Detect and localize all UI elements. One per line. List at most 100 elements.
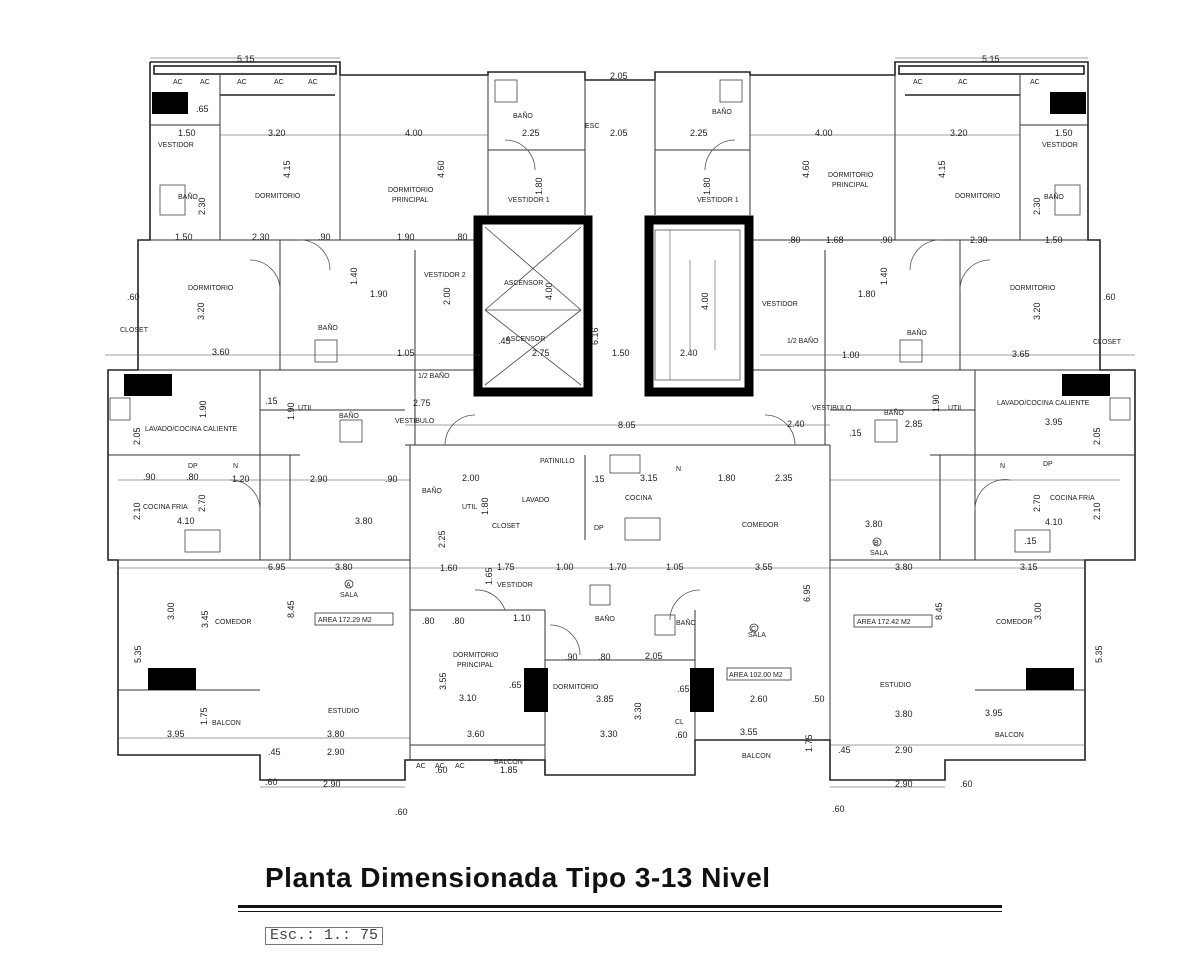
room-label: VESTIDOR bbox=[762, 301, 798, 308]
dimension-value: .60 bbox=[675, 730, 688, 740]
room-label: COMEDOR bbox=[742, 522, 779, 529]
dimension-value: 2.30 bbox=[1032, 197, 1042, 215]
room-label: VESTIDOR bbox=[158, 142, 194, 149]
dimension-value: 2.10 bbox=[1092, 502, 1102, 520]
dimension-value: 1.85 bbox=[500, 765, 518, 775]
elevator-core bbox=[473, 215, 754, 397]
dimension-value: 2.05 bbox=[645, 651, 663, 661]
room-label: BALCON bbox=[212, 720, 241, 727]
dimension-value: 3.15 bbox=[1020, 562, 1038, 572]
room-label: LAVADO bbox=[522, 497, 550, 504]
dimension-value: 3.45 bbox=[200, 610, 210, 628]
dimension-value: 3.20 bbox=[1032, 302, 1042, 320]
room-label: AC bbox=[455, 763, 465, 770]
dimension-value: 1.05 bbox=[397, 348, 415, 358]
room-label: COCINA bbox=[625, 495, 653, 502]
dimension-value: 2.85 bbox=[905, 419, 923, 429]
dimension-value: 4.15 bbox=[282, 160, 292, 178]
dimension-value: .65 bbox=[509, 680, 522, 690]
dimension-value: 1.50 bbox=[1055, 128, 1073, 138]
dimension-value: 4.00 bbox=[544, 282, 554, 300]
dimension-value: .15 bbox=[592, 474, 605, 484]
structural-columns bbox=[124, 92, 1110, 712]
room-label: ESTUDIO bbox=[880, 682, 912, 689]
room-label: AC bbox=[416, 763, 426, 770]
room-label: UTIL bbox=[298, 405, 313, 412]
room-label: VESTIDOR bbox=[1042, 142, 1078, 149]
room-label: VESTIDOR 2 bbox=[424, 272, 466, 279]
dimension-value: 3.95 bbox=[985, 708, 1003, 718]
room-label: DP bbox=[1043, 461, 1053, 468]
dimension-value: 6.95 bbox=[268, 562, 286, 572]
dimension-value: 1.80 bbox=[858, 289, 876, 299]
room-label: BAÑO bbox=[339, 411, 359, 420]
room-label: AC bbox=[237, 79, 247, 86]
dimension-value: 3.55 bbox=[438, 672, 448, 690]
dimension-value: 1.40 bbox=[879, 267, 889, 285]
room-label: COMEDOR bbox=[215, 619, 252, 626]
dimension-value: .90 bbox=[143, 472, 156, 482]
dimension-value: 3.80 bbox=[865, 519, 883, 529]
room-label: BAÑO bbox=[907, 328, 927, 337]
dimension-value: 1.20 bbox=[232, 474, 250, 484]
vertical-dimension-values: 4.15 4.15 4.60 4.60 3.20 3.20 6.16 3.45 … bbox=[132, 160, 1104, 752]
dimension-value: 1.90 bbox=[286, 402, 296, 420]
room-label: BAÑO bbox=[178, 192, 198, 201]
dimension-value: 3.60 bbox=[212, 347, 230, 357]
dimension-value: .90 bbox=[385, 474, 398, 484]
room-label: N bbox=[676, 466, 681, 473]
dimension-value: .90 bbox=[565, 652, 578, 662]
dimension-value: 4.60 bbox=[436, 160, 446, 178]
room-label: BALCON bbox=[494, 759, 523, 766]
dimension-value: 2.70 bbox=[1032, 494, 1042, 512]
room-label: DP bbox=[594, 525, 604, 532]
room-label: AC bbox=[200, 79, 210, 86]
room-label: BAÑO bbox=[884, 408, 904, 417]
dimension-value: 1.00 bbox=[556, 562, 574, 572]
dimension-value: 2.75 bbox=[532, 348, 550, 358]
dimension-value: 2.30 bbox=[197, 197, 207, 215]
room-label: BAÑO bbox=[422, 486, 442, 495]
dimension-value: 2.90 bbox=[327, 747, 345, 757]
dimension-value: .80 bbox=[455, 232, 468, 242]
dimension-value: 4.00 bbox=[700, 292, 710, 310]
room-label: AC bbox=[173, 79, 183, 86]
dimension-value: .50 bbox=[812, 694, 825, 704]
dimension-value: .45 bbox=[268, 747, 281, 757]
area-boxes: AREA 172.29 M2 AREA 102.00 M2 AREA 172.4… bbox=[314, 537, 933, 681]
dimension-value: .15 bbox=[1024, 536, 1037, 546]
dimension-lines bbox=[105, 57, 1135, 788]
dimension-value: 3.80 bbox=[327, 729, 345, 739]
dimension-value: 1.50 bbox=[612, 348, 630, 358]
room-label: PRINCIPAL bbox=[457, 662, 494, 669]
dimension-value: 2.40 bbox=[787, 419, 805, 429]
dimension-value: 2.25 bbox=[437, 530, 447, 548]
room-label: DORMITORIO bbox=[553, 684, 599, 691]
dimension-value: .60 bbox=[960, 779, 973, 789]
dimension-value: 1.50 bbox=[175, 232, 193, 242]
room-label: DORMITORIO bbox=[255, 193, 301, 200]
dimension-value: .65 bbox=[196, 104, 209, 114]
scale-label: Esc.: 1.: 75 bbox=[265, 927, 384, 945]
dimension-value: 3.80 bbox=[335, 562, 353, 572]
dimension-value: 2.90 bbox=[895, 745, 913, 755]
room-label: ESTUDIO bbox=[328, 708, 360, 715]
unit-mark-a: A bbox=[346, 582, 351, 589]
room-label: PRINCIPAL bbox=[392, 197, 429, 204]
dimension-value: 2.90 bbox=[323, 779, 341, 789]
dimension-value: 4.60 bbox=[801, 160, 811, 178]
dimension-value: .45 bbox=[498, 336, 511, 346]
dimension-value: 4.10 bbox=[1045, 517, 1063, 527]
room-label: DORMITORIO bbox=[188, 285, 234, 292]
area-label-left: AREA 172.29 M2 bbox=[318, 617, 372, 624]
fixtures bbox=[109, 79, 1131, 636]
dimension-value: 3.55 bbox=[740, 727, 758, 737]
room-label: COMEDOR bbox=[996, 619, 1033, 626]
room-label: BAÑO bbox=[595, 614, 615, 623]
dimension-value: .15 bbox=[849, 428, 862, 438]
dimension-value: 1.75 bbox=[497, 562, 515, 572]
room-label: PRINCIPAL bbox=[832, 182, 869, 189]
dimension-value: 1.90 bbox=[931, 394, 941, 412]
room-label: COCINA FRIA bbox=[143, 504, 188, 511]
